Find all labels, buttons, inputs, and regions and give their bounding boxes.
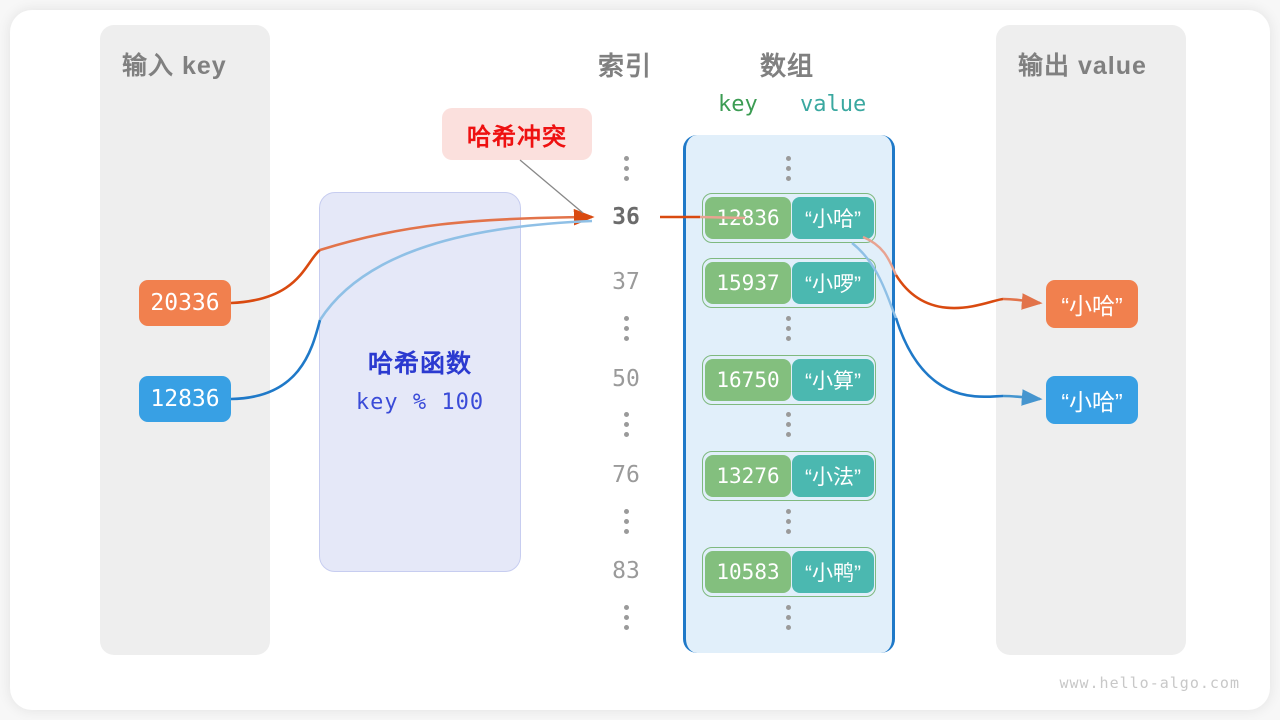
cell-value: “小啰”	[792, 262, 874, 304]
index-ellipsis-icon	[623, 412, 629, 437]
cell-value: “小算”	[792, 359, 874, 401]
input-key-chip-12836[interactable]: 12836	[139, 376, 231, 422]
input-key-chip-20336[interactable]: 20336	[139, 280, 231, 326]
index-ellipsis-icon	[623, 156, 629, 181]
array-column-heading: 数组	[760, 51, 815, 81]
value-column-heading: value	[800, 92, 867, 117]
hash-function-expression: key % 100	[355, 390, 485, 415]
output-value-chip-orange[interactable]: “小哈”	[1046, 280, 1138, 328]
index-ellipsis-icon	[623, 605, 629, 630]
table-row[interactable]: 16750 “小算”	[702, 355, 876, 405]
hash-function-box: 哈希函数 key % 100	[319, 192, 521, 572]
cell-key: 15937	[705, 262, 791, 304]
index-label-50: 50	[612, 366, 640, 392]
watermark: www.hello-algo.com	[1059, 674, 1240, 692]
cell-key: 10583	[705, 551, 791, 593]
table-row[interactable]: 15937 “小啰”	[702, 258, 876, 308]
input-key-panel	[100, 25, 270, 655]
array-ellipsis-icon	[785, 412, 791, 437]
array-ellipsis-icon	[785, 316, 791, 341]
hash-function-title: 哈希函数	[367, 350, 472, 378]
index-column-heading: 索引	[598, 51, 653, 81]
output-value-panel-title: 输出 value	[1018, 52, 1147, 80]
output-value-panel	[996, 25, 1186, 655]
index-label-37: 37	[612, 269, 640, 295]
index-ellipsis-icon	[623, 509, 629, 534]
index-ellipsis-icon	[623, 316, 629, 341]
cell-key: 13276	[705, 455, 791, 497]
cell-key: 16750	[705, 359, 791, 401]
cell-key: 12836	[705, 197, 791, 239]
table-row[interactable]: 10583 “小鸭”	[702, 547, 876, 597]
cell-value: “小法”	[792, 455, 874, 497]
input-key-panel-title: 输入 key	[122, 52, 227, 80]
table-row[interactable]: 13276 “小法”	[702, 451, 876, 501]
index-label-36: 36	[612, 204, 640, 230]
table-row[interactable]: 12836 “小哈”	[702, 193, 876, 243]
key-column-heading: key	[718, 92, 758, 117]
output-value-chip-blue[interactable]: “小哈”	[1046, 376, 1138, 424]
hash-collision-badge: 哈希冲突	[442, 108, 592, 160]
array-ellipsis-icon	[785, 605, 791, 630]
cell-value: “小哈”	[792, 197, 874, 239]
array-ellipsis-icon	[785, 156, 791, 181]
cell-value: “小鸭”	[792, 551, 874, 593]
index-label-76: 76	[612, 462, 640, 488]
index-label-83: 83	[612, 558, 640, 584]
array-ellipsis-icon	[785, 509, 791, 534]
